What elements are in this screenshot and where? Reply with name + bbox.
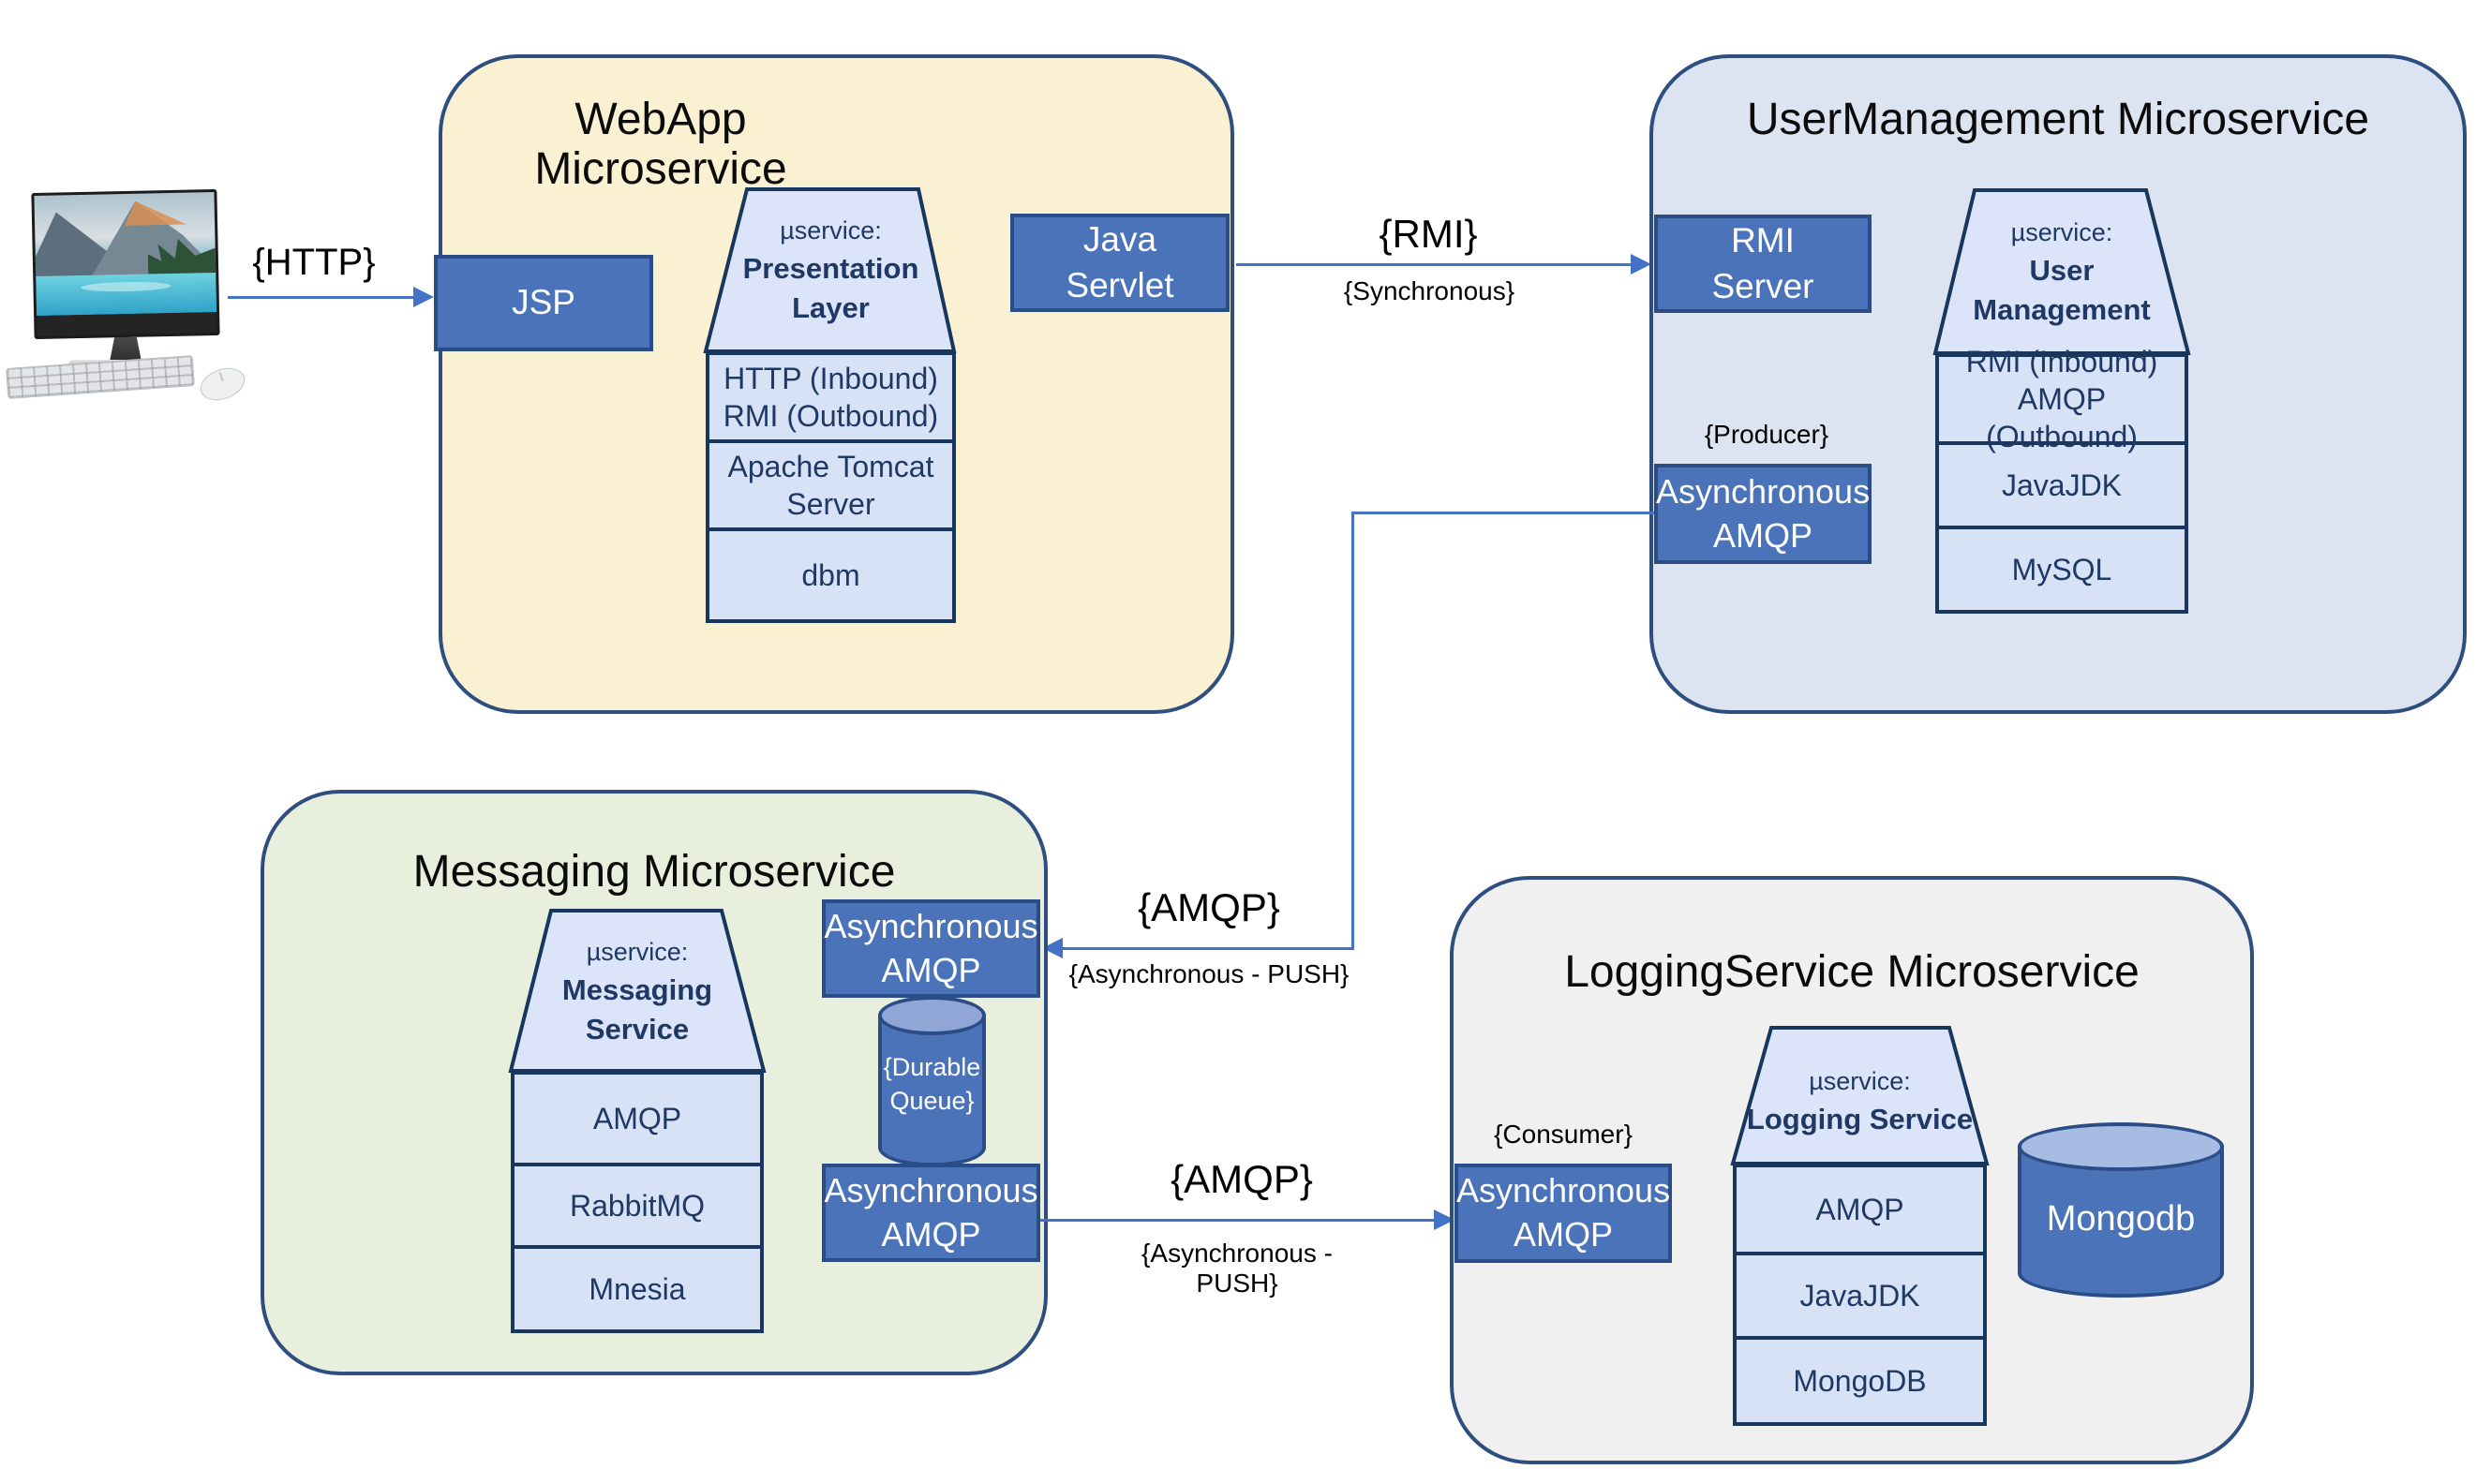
stack-row: MongoDB — [1737, 1336, 1983, 1422]
stack-row: AMQP — [1737, 1167, 1983, 1252]
logging-service-text: µservice: Logging Service — [1733, 1064, 1987, 1139]
synchronous-label: {Synchronous} — [1343, 276, 1515, 305]
amqp-in-sublabel: {Asynchronous - PUSH} — [1068, 959, 1350, 988]
messaging-stack: AMQP RabbitMQ Mnesia — [511, 1071, 764, 1333]
monitor-icon — [31, 188, 220, 340]
mongodb-label: Mongodb — [2046, 1199, 2196, 1239]
rmi-arrow-line — [1236, 263, 1631, 266]
usermanagement-async-amqp-box: Asynchronous AMQP — [1654, 464, 1872, 564]
stack-row: JavaJDK — [1737, 1252, 1983, 1336]
uservice-prefix: µservice: — [586, 938, 689, 966]
stack-row: RMI (Inbound) AMQP (Outbound) — [1939, 345, 2185, 453]
consumer-label: {Consumer} — [1494, 1120, 1633, 1149]
uservice-name: Presentation Layer — [742, 251, 919, 324]
messaging-service-text: µservice: Messaging Service — [511, 935, 764, 1048]
uservice-prefix: µservice: — [2010, 218, 2113, 246]
monitor-bezel — [37, 311, 217, 336]
usermanagement-stack: RMI (Inbound) AMQP (Outbound) JavaJDK My… — [1935, 345, 2188, 614]
amqp-out-sublabel: {Asynchronous - PUSH} — [1141, 1239, 1333, 1298]
producer-label: {Producer} — [1704, 420, 1829, 449]
webapp-stack: HTTP (Inbound) RMI (Outbound) Apache Tom… — [706, 351, 956, 623]
jsp-box: JSP — [434, 255, 653, 351]
messaging-async-amqp-out-box: Asynchronous AMQP — [822, 1164, 1040, 1262]
lake-shape — [36, 272, 217, 316]
http-arrow-line — [228, 296, 413, 299]
sunlit-peak-shape — [125, 200, 187, 226]
amqp-out-arrow-line — [1040, 1219, 1436, 1222]
http-label: {HTTP} — [252, 242, 376, 283]
uservice-name: Logging Service — [1746, 1102, 1974, 1135]
uservice-prefix: µservice: — [780, 216, 882, 245]
uservice-name: Messaging Service — [561, 972, 713, 1046]
usermanagement-service-text: µservice: User Management — [1935, 215, 2188, 329]
rmi-arrowhead-icon — [1631, 254, 1651, 275]
logging-trapezoid — [1730, 1026, 1990, 1165]
mouse-icon — [196, 362, 249, 407]
amqp-in-label: {AMQP} — [1138, 885, 1280, 929]
logging-title: LoggingService Microservice — [1564, 947, 2140, 997]
logging-async-amqp-box: Asynchronous AMQP — [1454, 1164, 1672, 1263]
uservice-prefix: µservice: — [1809, 1067, 1911, 1095]
stack-row: HTTP (Inbound) RMI (Outbound) — [709, 355, 952, 439]
amqp-elbow-line-bottom — [1061, 947, 1354, 950]
durable-queue-cylinder: {Durable Queue} — [878, 996, 986, 1166]
stack-row: RabbitMQ — [515, 1163, 760, 1245]
stack-row: Apache Tomcat Server — [709, 439, 952, 527]
client-computer-image — [6, 187, 249, 407]
stack-row: JavaJDK — [1939, 441, 2185, 526]
durable-queue-label: {Durable Queue} — [883, 1053, 981, 1116]
amqp-elbow-line-vertical — [1351, 512, 1354, 950]
usermanagement-trapezoid — [1932, 188, 2191, 355]
uservice-name: User Management — [1973, 253, 2151, 326]
amqp-out-arrowhead-icon — [1434, 1209, 1454, 1230]
rmi-label: {RMI} — [1379, 212, 1478, 256]
cylinder-top — [878, 996, 986, 1035]
stack-row: MySQL — [1939, 526, 2185, 610]
usermanagement-title: UserManagement Microservice — [1746, 95, 2370, 144]
mongodb-cylinder: Mongodb — [2018, 1122, 2224, 1298]
java-servlet-box: Java Servlet — [1010, 214, 1230, 312]
amqp-elbow-line-top — [1351, 512, 1654, 514]
cylinder-top — [2018, 1122, 2224, 1171]
monitor-stand — [110, 337, 142, 362]
cylinder-body — [878, 1015, 986, 1166]
amqp-out-label: {AMQP} — [1171, 1157, 1313, 1201]
rmi-server-box: RMI Server — [1654, 215, 1872, 313]
messaging-title: Messaging Microservice — [412, 847, 896, 897]
keyboard-icon — [6, 355, 195, 399]
webapp-title: WebApp Microservice — [534, 95, 787, 194]
monitor-wallpaper — [34, 192, 217, 316]
stack-row: dbm — [709, 527, 952, 619]
stack-row: AMQP — [515, 1075, 760, 1163]
logging-stack: AMQP JavaJDK MongoDB — [1733, 1164, 1987, 1426]
stack-row: Mnesia — [515, 1245, 760, 1329]
messaging-async-amqp-in-box: Asynchronous AMQP — [822, 899, 1040, 998]
messaging-trapezoid — [508, 909, 767, 1073]
http-arrowhead-icon — [413, 287, 434, 307]
presentation-service-text: µservice: Presentation Layer — [706, 214, 956, 327]
